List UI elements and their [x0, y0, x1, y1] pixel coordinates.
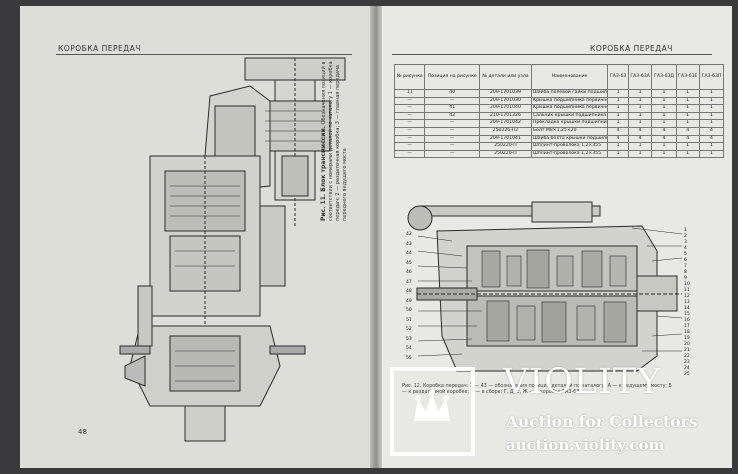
table-header: ГАЗ-63П — [698, 64, 725, 90]
parts-table: № рисунка Позиция на рисунке № детали ил… — [393, 64, 725, 159]
callout-number: 9 — [684, 276, 687, 281]
callout-number: 51 — [406, 317, 412, 323]
gearbox-section-drawing — [407, 201, 683, 372]
table-cell: — — [393, 149, 426, 159]
transmission-drawing — [119, 57, 346, 442]
callout-number: 52 — [406, 327, 412, 332]
callout-number: 17 — [684, 324, 690, 329]
callout-number: 8 — [684, 270, 687, 275]
callout-number: 54 — [406, 346, 412, 351]
callout-number: 53 — [406, 336, 412, 342]
table-header: Позиция на рисунке — [424, 64, 481, 90]
table-header: № детали или узла — [479, 64, 532, 90]
watermark-url: auction.violity.com — [506, 436, 665, 454]
callout-number: 55 — [406, 355, 412, 361]
table-header-row: № рисунка Позиция на рисунке № детали ил… — [393, 64, 725, 90]
callout-number: 2 — [684, 234, 687, 239]
callout-number: 45 — [406, 260, 412, 266]
running-head-right: КОРОБКА ПЕРЕДАЧ — [590, 44, 673, 53]
table-header: Наименование — [530, 64, 609, 90]
table-header: ГАЗ-63 — [607, 64, 629, 90]
callout-number: 7 — [684, 264, 687, 269]
book-gutter — [370, 6, 384, 468]
figure-title-left: Рис. 11. Блок трансмиссии. — [320, 126, 327, 221]
callout-number: 12 — [684, 294, 690, 299]
callout-number: 24 — [684, 366, 690, 371]
callout-number: 18 — [684, 330, 690, 335]
right-page: КОРОБКА ПЕРЕДАЧ № рисунка Позиция на рис… — [382, 6, 732, 468]
callout-number: 19 — [684, 336, 690, 341]
callout-number: 42 — [406, 232, 412, 237]
header-rule-right — [392, 54, 712, 55]
left-page: КОРОБКА ПЕРЕДАЧ — [20, 6, 372, 468]
table-cell: 1 — [675, 149, 700, 159]
callout-number: 3 — [684, 240, 687, 245]
callout-number: 48 — [406, 289, 412, 294]
violity-logo — [390, 367, 475, 456]
table-cell: 250220-П — [479, 149, 532, 159]
header-rule-left — [56, 54, 352, 55]
callout-number: 44 — [406, 251, 412, 256]
callout-number: 13 — [684, 300, 690, 305]
callout-number: 20 — [684, 342, 690, 347]
table-header: ГАЗ-63А — [627, 64, 653, 90]
callout-number: 25 — [684, 372, 690, 377]
figure-caption-left: Рис. 11. Блок трансмиссии. Обозначения п… — [320, 51, 349, 221]
crown-icon — [414, 389, 450, 421]
callout-number: 21 — [684, 348, 690, 353]
callout-number: 22 — [684, 354, 690, 359]
callout-number: 23 — [684, 360, 690, 365]
callout-number: 49 — [406, 298, 412, 304]
callout-number: 14 — [684, 306, 690, 311]
table-header: ГАЗ-63Е — [675, 64, 700, 90]
callout-number: 50 — [406, 308, 412, 313]
table-cell: 1 — [607, 149, 629, 159]
callout-number: 11 — [684, 288, 690, 293]
callout-number: 46 — [406, 270, 412, 275]
table-header: № рисунка — [393, 64, 426, 90]
callout-number: 1 — [684, 228, 687, 233]
callout-number: 4 — [684, 246, 687, 251]
running-head-left: КОРОБКА ПЕРЕДАЧ — [58, 44, 141, 53]
callout-number: 10 — [684, 282, 690, 287]
figure-caption-right: Рис. 12. Коробка передач: 1 — 43 — обозн… — [402, 384, 672, 395]
callout-number: 15 — [684, 312, 690, 317]
callout-number: 6 — [684, 258, 687, 263]
callout-number: 43 — [406, 241, 412, 247]
callout-number: 5 — [684, 252, 687, 257]
table-cell: 1 — [698, 149, 725, 159]
page-number-left: 48 — [78, 428, 87, 436]
callout-number: 16 — [684, 318, 690, 323]
watermark-subtitle: Auction for Collectors — [506, 412, 698, 431]
callout-number: 47 — [406, 279, 412, 285]
watermark-title: VIOLITY — [503, 362, 662, 402]
